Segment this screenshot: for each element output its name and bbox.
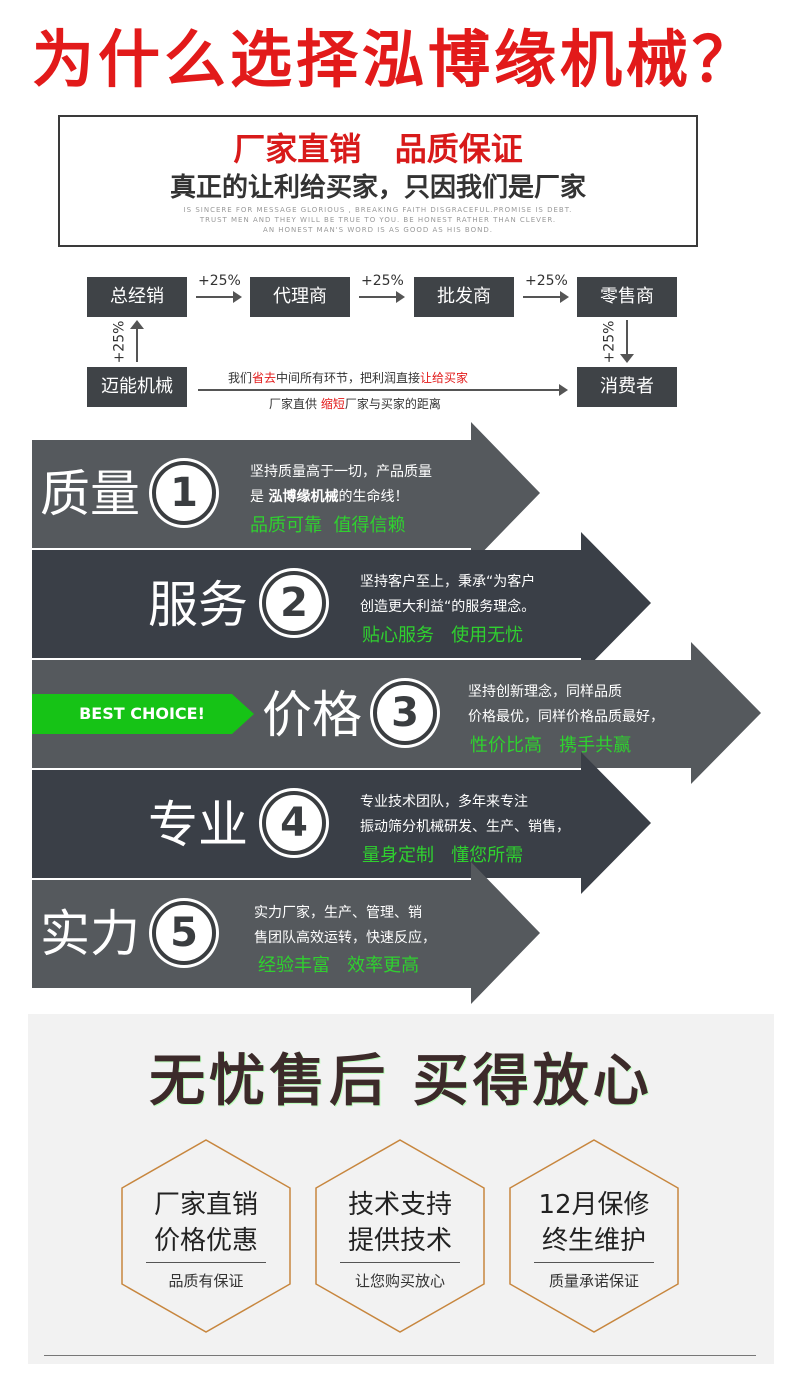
markup-label-1: +25% (198, 273, 241, 289)
card-subtitle: 质量承诺保证 (548, 1272, 639, 1290)
reason-desc-price-1: 坚持创新理念，同样品质 (468, 684, 622, 700)
reason-number-1: 1 (152, 461, 216, 525)
slogan-line-2: 真正的让利给买家，只因我们是厂家 (169, 173, 586, 203)
hexagon-frame-2 (315, 1139, 485, 1333)
hexagon-frame-3 (509, 1139, 679, 1333)
reason-number-2: 2 (262, 571, 326, 635)
flow-arrow-up (136, 326, 138, 362)
service-card-factory: 厂家直销 价格优惠 品质有保证 (121, 1142, 291, 1332)
slogan-english-2: TRUST MEN AND THEY WILL BE TRUE TO YOU. … (199, 216, 557, 224)
card-line-1: 12月保修 (538, 1190, 650, 1220)
flow-node-distributor: 总经销 (87, 277, 187, 317)
reason-title-quality: 质量 (40, 465, 140, 523)
reason-title-price: 价格 (262, 686, 362, 744)
reason-desc-quality-1: 坚持质量高于一切，产品质量 (250, 464, 432, 480)
reason-tag-strength: 经验丰富 效率更高 (258, 955, 420, 976)
slogan-box: 厂家直销 品质保证 真正的让利给买家，只因我们是厂家 IS SINCERE FO… (58, 115, 698, 247)
arrow-strength (32, 862, 540, 1004)
markup-label-2: +25% (361, 273, 404, 289)
reason-desc-service-2: 创造更大利益“的服务理念。 (360, 599, 536, 615)
after-sales-section: 无忧售后 买得放心 厂家直销 价格优惠 品质有保证 技术支持 提供技术 让您购买… (28, 1014, 774, 1364)
reason-title-strength: 实力 (40, 905, 140, 963)
flow-arrow-2 (359, 291, 405, 303)
flow-arrow-1 (196, 291, 242, 303)
flow-node-consumer: 消费者 (577, 367, 677, 407)
page-title: 为什么选择泓博缘机械？ (31, 23, 758, 96)
reason-tag-price: 性价比高 携手共赢 (470, 735, 632, 756)
flow-arrow-direct (198, 384, 568, 396)
reason-number-3: 3 (373, 681, 437, 745)
slogan-english-3: AN HONEST MAN'S WORD IS AS GOOD AS HIS B… (263, 226, 493, 234)
reason-number-4: 4 (262, 791, 326, 855)
reason-title-service: 服务 (148, 576, 248, 634)
reason-desc-strength-2: 售团队高效运转，快速反应， (254, 930, 436, 946)
after-sales-headline: 无忧售后 买得放心 (149, 1049, 653, 1114)
flow-node-agent: 代理商 (250, 277, 350, 317)
arrow-professional (32, 752, 651, 894)
card-divider (340, 1262, 460, 1263)
card-subtitle: 让您购买放心 (354, 1272, 445, 1290)
hexagon-frames (121, 1139, 679, 1333)
reason-desc-service-1: 坚持客户至上，秉承“为客户 (360, 574, 536, 590)
reason-title-professional: 专业 (148, 796, 248, 854)
card-line-1: 技术支持 (347, 1190, 452, 1220)
markup-label-3: +25% (525, 273, 568, 289)
service-card-tech: 技术支持 提供技术 让您购买放心 (315, 1142, 485, 1332)
arrow-service (32, 532, 651, 674)
reason-tag-professional: 量身定制 懂您所需 (362, 845, 524, 866)
flow-note-1: 我们省去中间所有环节，把利润直接让给买家 (228, 371, 469, 385)
reason-tag-quality: 品质可靠 值得信赖 (250, 515, 406, 536)
reason-desc-quality-2: 是 泓博缘机械的生命线！ (250, 489, 409, 505)
flow-arrow-down (626, 320, 628, 356)
flow-note-2: 厂家直供 缩短厂家与买家的距离 (269, 397, 441, 411)
flow-arrow-down-head (620, 354, 634, 363)
slogan-english-1: IS SINCERE FOR MESSAGE GLORIOUS , BREAKI… (183, 206, 573, 214)
reason-desc-professional-1: 专业技术团队，多年来专注 (360, 794, 528, 810)
card-line-1: 厂家直销 (153, 1190, 258, 1220)
best-choice-arrow (32, 694, 254, 734)
service-card-warranty: 12月保修 终生维护 质量承诺保证 (509, 1142, 679, 1332)
card-line-2: 提供技术 (347, 1226, 452, 1256)
flow-arrow-3 (523, 291, 569, 303)
flow-node-retailer: 零售商 (577, 277, 677, 317)
card-line-2: 终生维护 (541, 1226, 646, 1256)
reason-number-5: 5 (152, 901, 216, 965)
card-divider (146, 1262, 266, 1263)
flow-node-wholesaler: 批发商 (414, 277, 514, 317)
bottom-divider (44, 1355, 756, 1356)
arrow-quality (32, 422, 540, 564)
reason-desc-professional-2: 振动筛分机械研发、生产、销售， (360, 819, 570, 835)
card-divider (534, 1262, 654, 1263)
flow-arrow-up-head (130, 320, 144, 329)
reason-desc-strength-1: 实力厂家，生产、管理、销 (254, 905, 422, 921)
best-choice-badge: BEST CHOICE! (79, 704, 205, 723)
card-subtitle: 品质有保证 (168, 1272, 244, 1290)
reason-desc-price-2: 价格最优，同样价格品质最好， (468, 709, 664, 725)
hexagon-frame-1 (121, 1139, 291, 1333)
card-line-2: 价格优惠 (153, 1226, 258, 1256)
slogan-line-1: 厂家直销 品质保证 (233, 130, 523, 168)
reason-tag-service: 贴心服务 使用无忧 (362, 625, 524, 646)
flow-node-company: 迈能机械 (87, 367, 187, 407)
